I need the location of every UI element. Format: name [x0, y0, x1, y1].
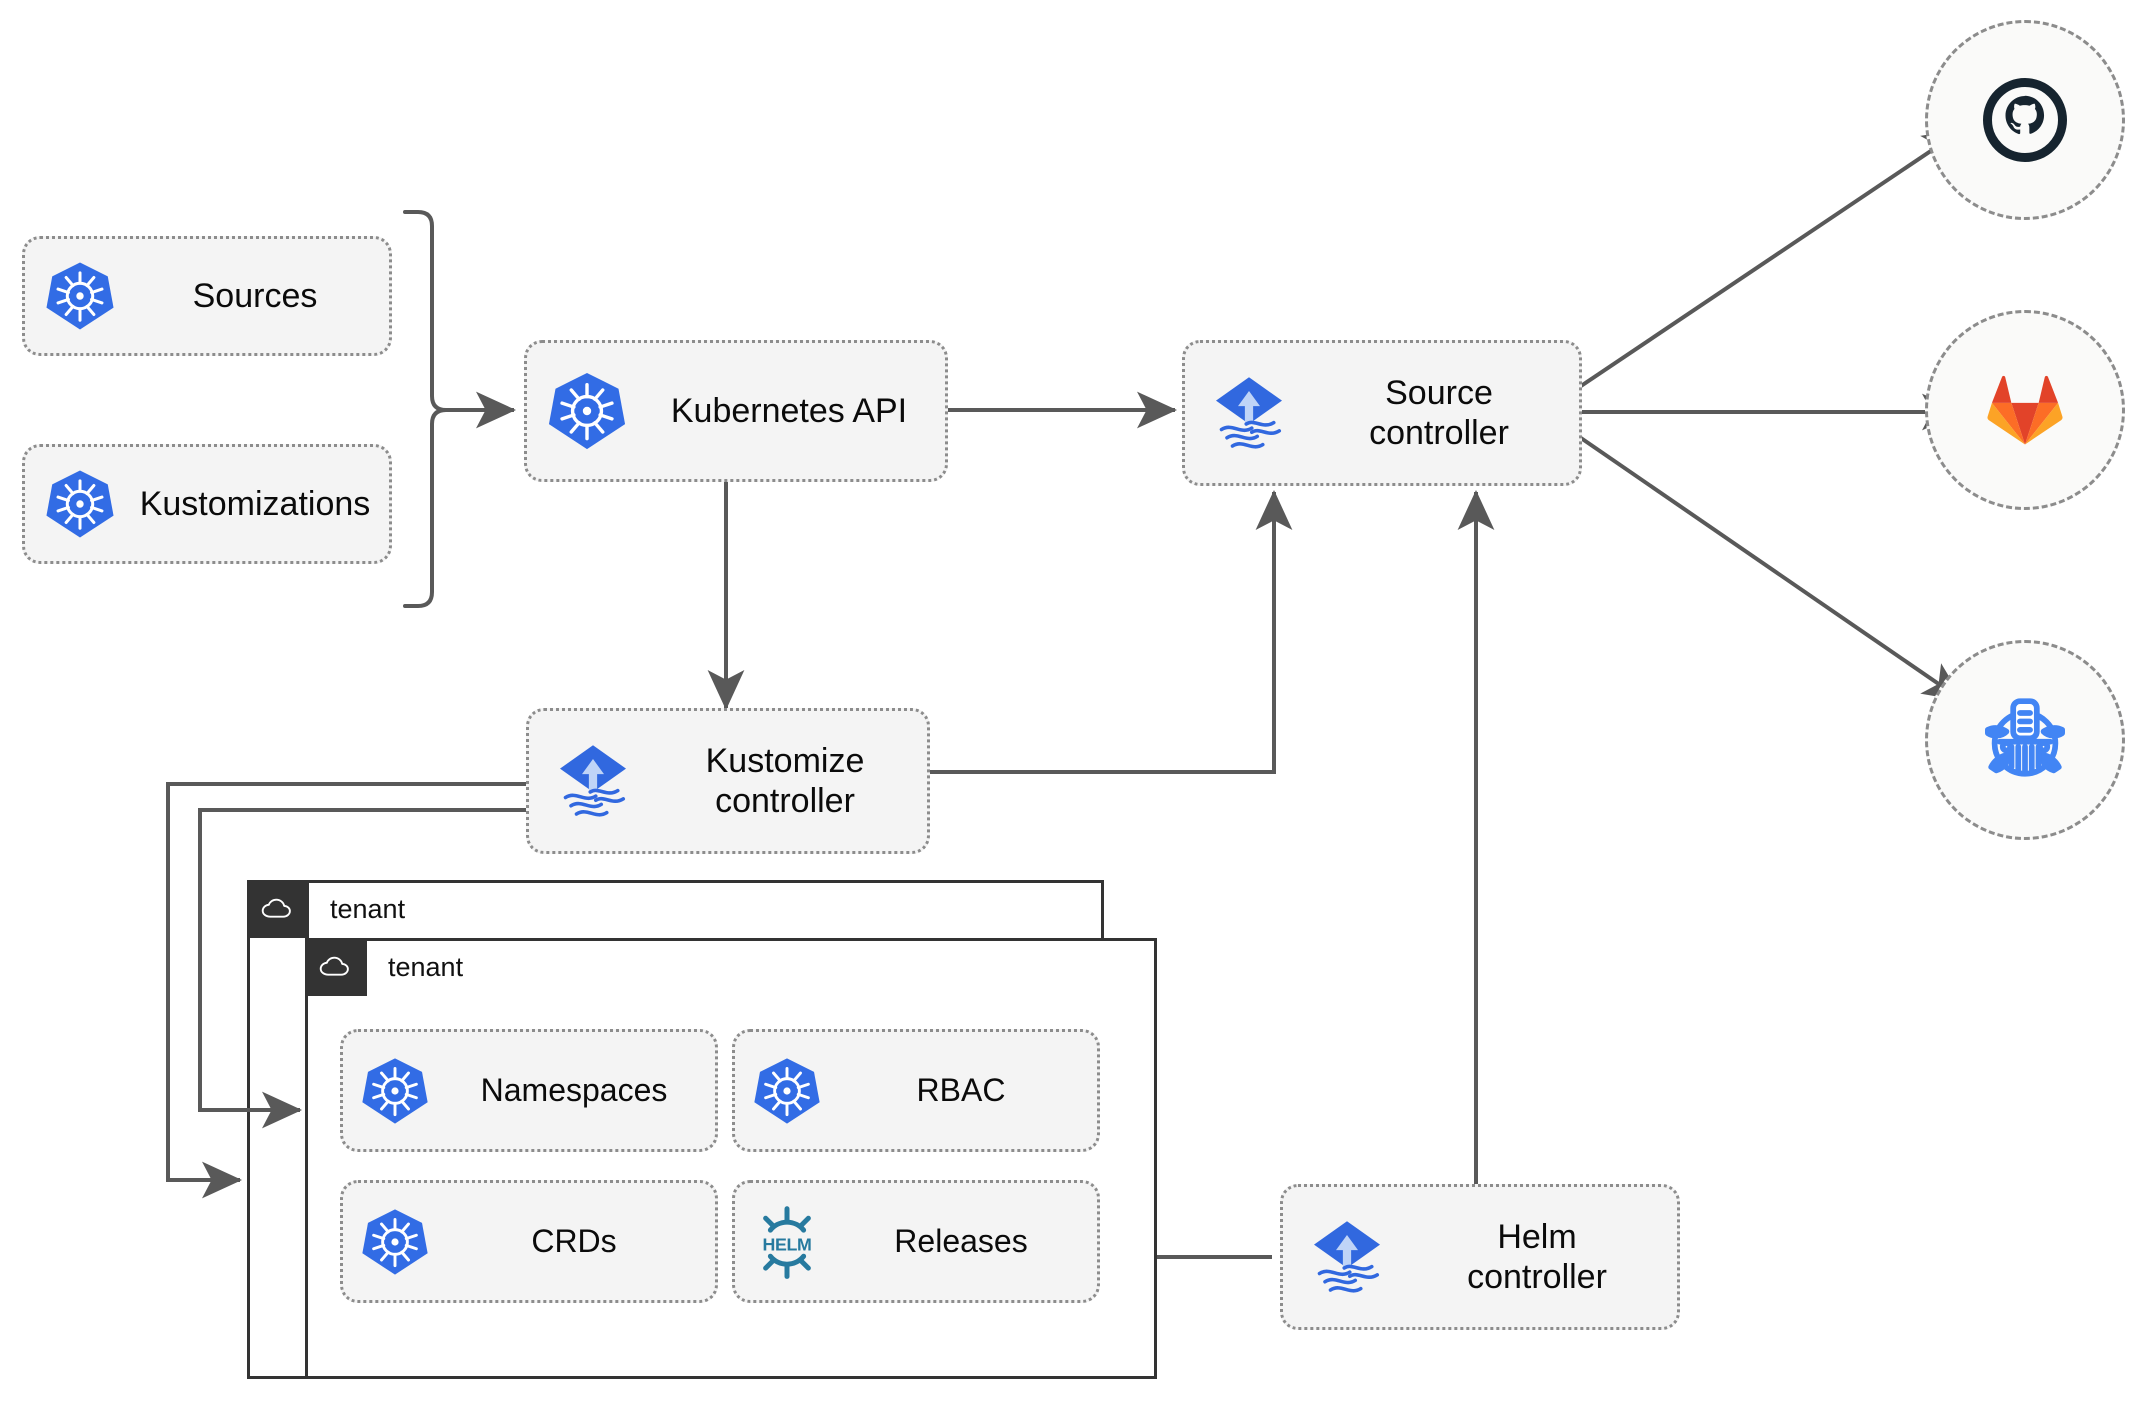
endpoint-bucket[interactable] [1925, 640, 2125, 840]
edge-source-github [1576, 128, 1964, 390]
gitlab-icon [1987, 375, 2063, 445]
kubernetes-icon [527, 369, 647, 453]
brace-connector [403, 210, 516, 608]
kubernetes-icon [343, 1055, 447, 1127]
kubernetes-icon [735, 1055, 839, 1127]
tenant-label-front: tenant [388, 951, 464, 982]
endpoint-github[interactable] [1925, 20, 2125, 220]
flux-icon [1185, 369, 1313, 457]
node-releases-label: Releases [894, 1222, 1028, 1259]
kubernetes-icon [25, 259, 135, 333]
node-source-controller-label: Source controller [1369, 373, 1509, 452]
github-icon [1983, 78, 2067, 162]
node-kustomizations[interactable]: Kustomizations [22, 444, 392, 564]
node-source-controller[interactable]: Source controller [1182, 340, 1582, 486]
node-kubernetes-api-label: Kubernetes API [670, 391, 908, 430]
flux-icon [1283, 1213, 1411, 1301]
node-sources[interactable]: Sources [22, 236, 392, 356]
endpoint-gitlab[interactable] [1925, 310, 2125, 510]
node-kustomize-controller[interactable]: Kustomize controller [526, 708, 930, 854]
node-kustomize-controller-label: Kustomize controller [705, 741, 865, 820]
node-helm-controller[interactable]: Helm controller [1280, 1184, 1680, 1330]
flux-icon [529, 737, 657, 825]
tenant-box-front[interactable]: tenant [305, 938, 1157, 1379]
tenant-tab-front [305, 938, 367, 996]
bucket-icon [1985, 698, 2065, 777]
tenant-tab-back [247, 880, 309, 938]
node-rbac[interactable]: RBAC [732, 1029, 1100, 1152]
node-kustomizations-label: Kustomizations [139, 484, 371, 523]
edge-kustomize-source [930, 490, 1293, 774]
node-crds-label: CRDs [531, 1222, 617, 1259]
svg-text:HELM: HELM [763, 1234, 812, 1254]
node-namespaces[interactable]: Namespaces [340, 1029, 718, 1152]
kubernetes-icon [25, 467, 135, 541]
cloud-icon [319, 956, 349, 976]
node-rbac-label: RBAC [916, 1071, 1006, 1108]
node-helm-controller-label: Helm controller [1467, 1217, 1607, 1296]
kubernetes-icon [343, 1206, 447, 1278]
node-sources-label: Sources [192, 276, 318, 315]
node-kubernetes-api[interactable]: Kubernetes API [524, 340, 948, 482]
node-crds[interactable]: CRDs [340, 1180, 718, 1303]
helm-icon: HELM [735, 1204, 839, 1280]
tenant-label-back: tenant [330, 893, 406, 924]
cloud-icon [261, 898, 291, 918]
node-namespaces-label: Namespaces [480, 1071, 668, 1108]
node-releases[interactable]: HELM Releases [732, 1180, 1100, 1303]
edge-source-bucket [1576, 434, 1964, 702]
